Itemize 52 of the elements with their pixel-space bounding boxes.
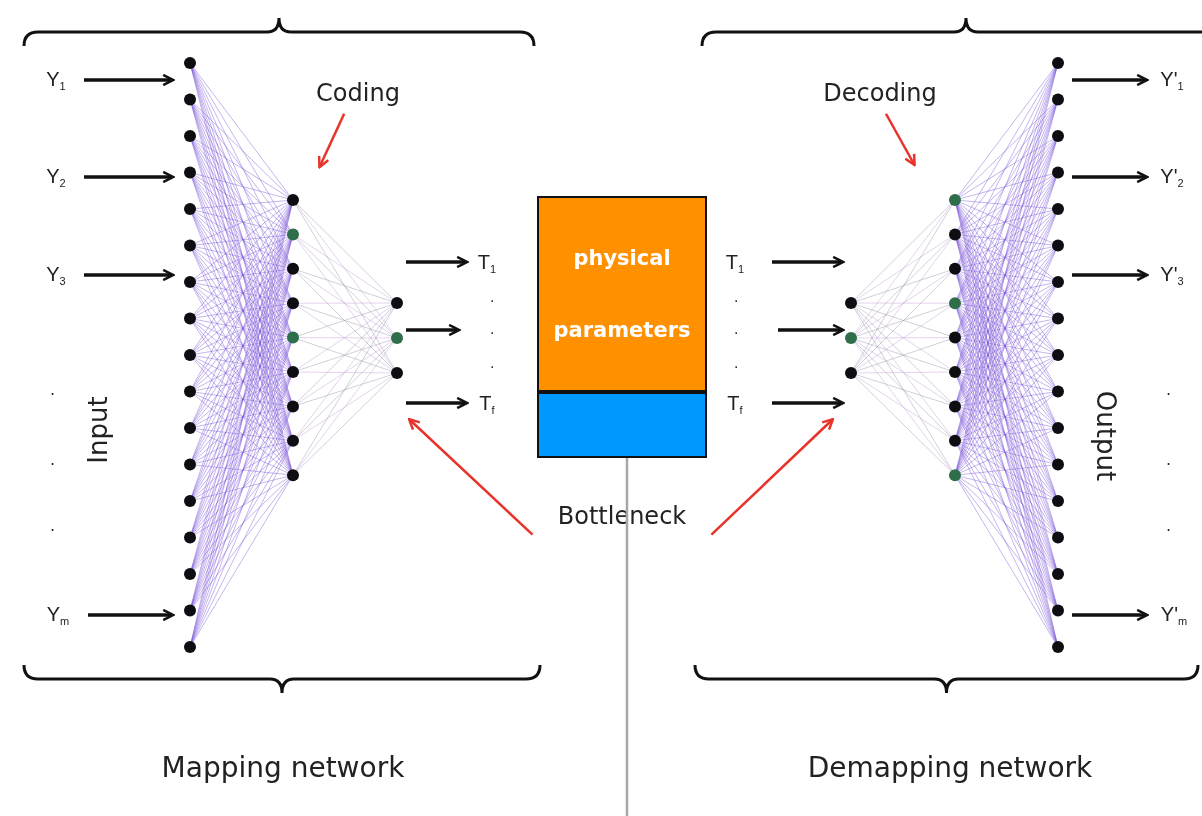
callout-label: Bottleneck — [557, 502, 687, 530]
arrow — [88, 608, 175, 622]
arrow — [772, 396, 845, 410]
arrow — [406, 255, 469, 269]
variable-label: T$_{1}$ — [477, 251, 497, 275]
variable-label: T$_{f}$ — [479, 392, 495, 416]
arrow — [1072, 73, 1149, 87]
arrow — [778, 323, 845, 337]
pointer-arrow — [317, 113, 346, 169]
ellipsis-dot: . — [1166, 452, 1172, 468]
ellipsis-dot: . — [1166, 518, 1172, 534]
variable-label: Y$_{m}$ — [46, 603, 70, 627]
variable-label: T$_{1}$ — [725, 251, 745, 275]
callout-label: Decoding — [823, 79, 937, 107]
arrow — [772, 255, 845, 269]
callout-label: Coding — [316, 79, 400, 107]
layer-label: Input — [85, 396, 111, 464]
pointer-arrow — [407, 417, 534, 536]
ellipsis-dot: . — [1166, 382, 1172, 398]
parameter-box: physical parameters — [537, 196, 707, 392]
connector-line — [625, 458, 629, 816]
ellipsis-dot: . — [50, 452, 56, 468]
variable-label: Y$_{3}$ — [46, 263, 66, 287]
arrow — [84, 73, 175, 87]
variable-label: Y'$_{1}$ — [1160, 68, 1184, 92]
ellipsis-dot: . — [734, 356, 739, 370]
network-caption: Mapping network — [161, 754, 405, 782]
arrow — [84, 170, 175, 184]
variable-label: Y'$_{3}$ — [1160, 263, 1184, 287]
ellipsis-dot: . — [50, 518, 56, 534]
layer-label: Output — [1093, 390, 1119, 482]
arrow — [1072, 170, 1149, 184]
ellipsis-dot: . — [490, 356, 495, 370]
arrow — [1072, 608, 1149, 622]
pointer-arrow — [710, 417, 835, 536]
lower-box — [537, 392, 707, 458]
arrow — [406, 323, 461, 337]
ellipsis-dot: . — [50, 382, 56, 398]
variable-label: T$_{f}$ — [727, 392, 743, 416]
pointer-arrow — [884, 113, 916, 167]
network-caption: Demapping network — [807, 754, 1093, 782]
arrow — [1072, 268, 1149, 282]
ellipsis-dot: . — [490, 322, 495, 336]
ellipsis-dot: . — [490, 290, 495, 304]
arrow — [84, 268, 175, 282]
ellipsis-dot: . — [734, 290, 739, 304]
variable-label: Y$_{2}$ — [46, 165, 66, 189]
ellipsis-dot: . — [734, 322, 739, 336]
variable-label: Y'$_{m}$ — [1160, 603, 1188, 627]
variable-label: Y'$_{2}$ — [1160, 165, 1184, 189]
arrow — [406, 396, 469, 410]
variable-label: Y$_{1}$ — [46, 68, 66, 92]
